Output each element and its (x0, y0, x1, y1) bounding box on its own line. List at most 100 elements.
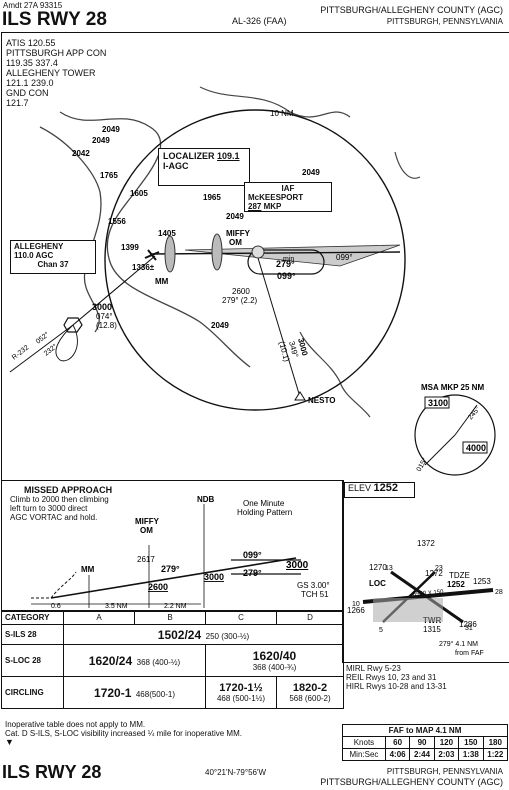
hold-min: min (283, 256, 294, 263)
alt-2600-profile: 2600 (148, 582, 168, 592)
faf-time-120: 2:03 (433, 748, 460, 761)
elevation-box: ELEV 1252 (344, 482, 415, 498)
circling-b-big: 1720-1½ (219, 682, 263, 694)
airport-symbol (144, 249, 160, 261)
elev-1266: 1266 (347, 606, 365, 615)
crs-279a: 279° (161, 564, 180, 574)
lighting-3: HIRL Rwys 10-28 and 13-31 (346, 682, 447, 691)
faf-title: FAF to MAP 4.1 NM (342, 724, 508, 737)
circling-row: CIRCLING 1720-1 468(500-1) 1720-1½ 468 (… (1, 676, 344, 709)
course-outbound: 099° (277, 271, 296, 281)
dist-12-8: (12.8) (96, 321, 117, 330)
crs-2600: 279° (2.2) (222, 296, 258, 305)
sils-row: S-ILS 28 1502/24 250 (300-½) (1, 624, 344, 645)
hold-text-1: One Minute (243, 499, 285, 508)
vortac-hold (55, 324, 78, 362)
localizer-freq: 109.1 (217, 151, 240, 161)
profile-miffy: MIFFY (135, 517, 160, 526)
msa-alt-b: 4000 (466, 443, 486, 453)
faf-knots-150: 150 (458, 736, 484, 749)
msa-circle: MSA MKP 25 NM 3100 4000 245° 015° (414, 383, 496, 476)
elev-2049-c: 2049 (226, 212, 244, 221)
nesto-fix (294, 391, 306, 401)
allegheny-chan: Chan 37 (37, 260, 69, 269)
faf-knots-60: 60 (384, 736, 411, 749)
circling-a-small: 468(500-1) (135, 689, 175, 699)
outer-marker (211, 233, 223, 271)
missed-approach: MISSED APPROACH Climb to 2000 then climb… (10, 485, 113, 523)
elev-label: ELEV (348, 483, 372, 493)
om-label: OM (229, 238, 242, 247)
alt-3000b: 3000 (286, 560, 309, 571)
rwy-13: 13 (385, 565, 393, 572)
dme-ring (104, 109, 406, 411)
river-youghiogheny (299, 331, 371, 418)
airport-name: PITTSBURGH/ALLEGHENY COUNTY (AGC) (320, 5, 503, 15)
circling-c: 1720-1½ 468 (500-1½) (205, 676, 277, 709)
airport-map: 1372 1270 1272 TDZE 1252 1253 1266 1286 … (347, 539, 503, 657)
circling-d-big: 1820-2 (292, 682, 328, 694)
document-id: AL-326 (FAA) (232, 16, 287, 26)
sloc-ab: 1620/24 368 (400-½) (63, 644, 206, 677)
sloc-row: S-LOC 28 1620/24 368 (400-½) 1620/40 368… (1, 644, 344, 677)
faf-title-row: FAF to MAP 4.1 NM (342, 724, 508, 737)
ndb-label: NDB (197, 495, 215, 504)
iaf-name: McKEESPORT (248, 193, 304, 202)
tdze-value: 1252 (447, 580, 465, 589)
alt-3000: 3000 (92, 302, 112, 312)
alt-2600: 2600 (232, 287, 250, 296)
gs-angle: GS 3.00° (297, 581, 330, 590)
plan-view (1, 32, 509, 481)
rwy-23: 23 (435, 565, 443, 572)
faf-note-2: from FAF (455, 650, 484, 657)
rwy-dims: 6500 X 150 (413, 589, 445, 598)
rwy-5: 5 (379, 627, 383, 634)
profile-om: OM (140, 526, 153, 535)
msa-sector-line-b (454, 404, 478, 436)
missed-title: MISSED APPROACH (24, 485, 113, 495)
elev-2042: 2042 (72, 149, 90, 158)
faf-knots-90: 90 (409, 736, 435, 749)
missed-line-1: Climb to 2000 then climbing (10, 495, 109, 504)
faf-time-150: 1:38 (458, 748, 484, 761)
apron (373, 598, 443, 622)
elev-1286: 1286 (459, 620, 477, 629)
msa-alt-b-box (462, 441, 488, 454)
river-monongahela (59, 111, 251, 368)
sils-small: 250 (300-½) (205, 631, 250, 641)
elev-1372: 1372 (417, 539, 435, 548)
mkp-freq: 287 (248, 202, 262, 211)
mckeesport-box: IAF McKEESPORT 287 MKP (244, 182, 332, 212)
r232-line (9, 324, 74, 373)
nesto-course (257, 257, 301, 398)
glidepath (50, 557, 297, 599)
procedure-title: ILS RWY 28 (2, 9, 107, 30)
elev-2049-a: 2049 (102, 125, 120, 134)
tch: TCH 51 (301, 590, 329, 599)
circling-d: 1820-2 568 (600-2) (276, 676, 344, 709)
minima-notes: Inoperative table does not apply to MM. … (5, 720, 340, 747)
elev-value: 1252 (373, 482, 399, 494)
elev-2049-b: 2049 (92, 136, 110, 145)
faf-knots-label: Knots (342, 736, 386, 749)
missed-path (31, 571, 77, 599)
dist-2-2: 2.2 NM (164, 603, 187, 610)
comms-list: ATIS 120.55 PITTSBURGH APP CON 119.35 33… (6, 38, 106, 108)
final-course-line (149, 251, 401, 255)
crs-279b: 279° (243, 568, 262, 578)
faf-table: FAF to MAP 4.1 NM Knots 60 90 120 150 18… (342, 724, 509, 761)
iaf-label: IAF (281, 184, 295, 193)
crs-099: 099° (243, 550, 262, 560)
faf-note-1: 279° 4.1 NM (439, 640, 478, 648)
nesto-label: NESTO (308, 396, 335, 405)
sloc-cd-small: 368 (400-¾) (252, 663, 297, 672)
comm-app-freq: 119.35 337.4 (6, 58, 58, 68)
airport-diagram (342, 480, 509, 663)
elev-1556: 1556 (108, 217, 126, 226)
cat-c: C (205, 610, 277, 625)
elev-1965: 1965 (203, 193, 221, 202)
msa-sector-line-a (424, 434, 456, 466)
minima-table: CATEGORY A B C D S-ILS 28 1502/24 250 (3… (1, 610, 344, 709)
missed-line-2: left turn to 3000 direct (10, 504, 88, 513)
comm-gnd-freq: 121.7 (6, 98, 29, 108)
